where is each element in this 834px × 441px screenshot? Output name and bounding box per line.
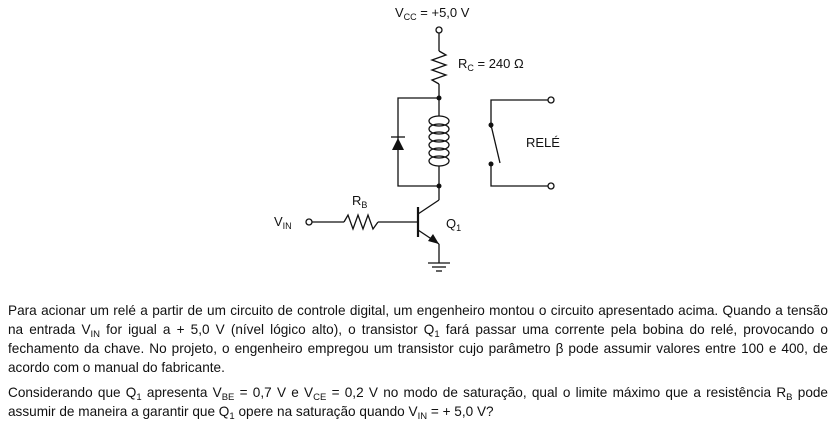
relay-label: RELÉ: [526, 135, 560, 150]
rb-label: RB: [352, 193, 367, 210]
flyback-diode: [391, 97, 439, 187]
vin-terminal: [305, 218, 313, 226]
paragraph-context: Para acionar um relé a partir de um circ…: [8, 303, 828, 375]
resistor-rc: [430, 33, 448, 98]
circuit-diagram: VCC = +5,0 V RC = 240 Ω RELÉ: [274, 5, 560, 272]
vcc-label: VCC = +5,0 V: [395, 5, 470, 22]
vcc-terminal: [435, 26, 443, 34]
vin-label: VIN: [274, 214, 292, 231]
q1-label: Q1: [446, 216, 461, 233]
rc-label: RC = 240 Ω: [458, 56, 524, 73]
ground-symbol: [428, 262, 450, 272]
resistor-rb: [312, 213, 418, 231]
relay-switch: [488, 96, 555, 190]
question-text: Para acionar um relé a partir de um circ…: [8, 301, 828, 427]
paragraph-question: Considerando que Q1 apresenta VBE = 0,7 …: [8, 385, 828, 422]
relay-coil: [428, 98, 450, 200]
transistor-q1: [416, 199, 440, 263]
